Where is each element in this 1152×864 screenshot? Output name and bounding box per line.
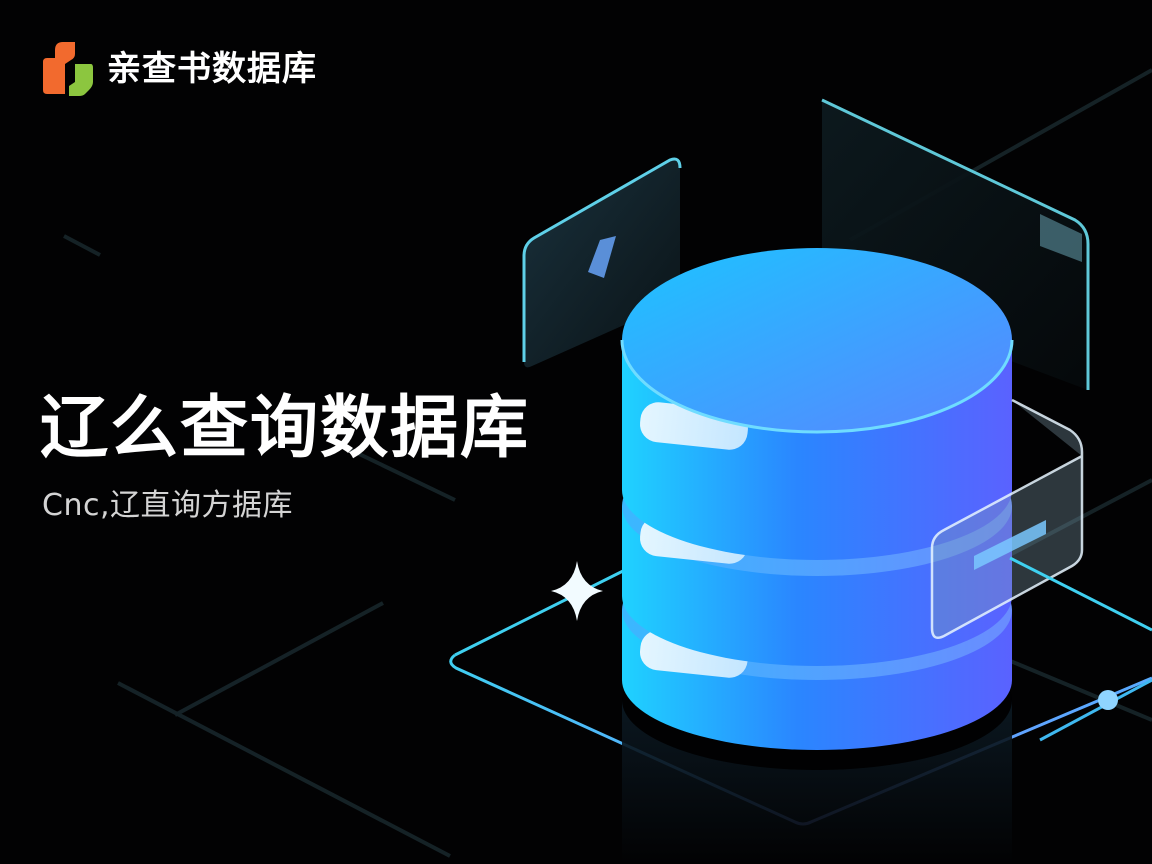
database-cylinder-icon [620,248,1014,750]
panel-chip-icon [588,236,616,278]
node-dot-icon [1098,690,1118,710]
cylinder-top [622,248,1012,432]
brand-name: 亲查书数据库 [107,49,317,89]
glass-bracket-panel [930,398,1152,639]
glass-panel-right [821,98,1090,390]
brand-header: 亲查书数据库 [41,40,317,98]
page-title: 辽么查询数据库 [40,389,531,468]
page-subtitle: Cnc,辽直询方据库 [42,488,293,523]
brand-logo-icon [43,42,93,96]
sparkle-icon [551,561,603,621]
